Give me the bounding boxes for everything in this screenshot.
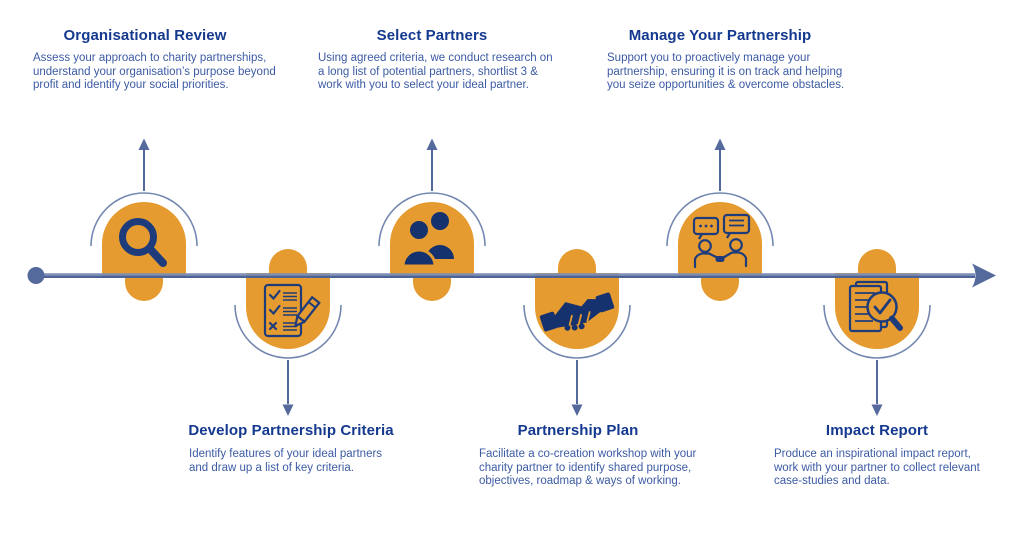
node-frame-develop-partnership-criteria (234, 304, 342, 416)
down-arrow-icon (871, 404, 883, 416)
report-review-icon (848, 280, 903, 333)
handshake-icon (539, 292, 615, 332)
step-title-develop-partnership-criteria: Develop Partnership Criteria (188, 422, 394, 439)
step-description-organisational-review: Assess your approach to charity partners… (33, 52, 276, 92)
step-title-impact-report: Impact Report (825, 422, 929, 439)
node-frame-organisational-review (90, 138, 198, 247)
node-frame-partnership-plan (523, 304, 631, 416)
node-develop-partnership-criteria (246, 249, 330, 349)
node-frame-select-partners (378, 138, 486, 247)
node-organisational-review (102, 202, 186, 301)
team-icon (401, 212, 454, 268)
step-description-manage-your-partnership: Support you to proactively manage your p… (607, 52, 845, 92)
step-description-partnership-plan: Facilitate a co-creation workshop with y… (479, 448, 697, 488)
step-description-impact-report: Produce an inspirational impact report, … (774, 448, 980, 488)
step-title-partnership-plan: Partnership Plan (517, 422, 639, 439)
conversation-icon (692, 213, 751, 269)
step-title-organisational-review: Organisational Review (63, 27, 227, 44)
up-arrow-icon (426, 138, 438, 150)
node-frame-impact-report (823, 304, 931, 416)
down-arrow-icon (282, 404, 294, 416)
up-arrow-icon (714, 138, 726, 150)
up-arrow-icon (138, 138, 150, 150)
down-arrow-icon (571, 404, 583, 416)
step-description-develop-partnership-criteria: Identify features of your ideal partners… (189, 448, 383, 474)
timeline-end-arrow-icon (972, 263, 996, 288)
search-icon (119, 218, 167, 267)
checklist-pencil-icon (263, 283, 321, 338)
timeline-start-dot (27, 267, 45, 284)
timeline-axis (27, 263, 996, 288)
step-title-manage-your-partnership: Manage Your Partnership (628, 27, 812, 44)
node-frame-manage-your-partnership (666, 138, 774, 247)
step-description-select-partners: Using agreed criteria, we conduct resear… (318, 52, 553, 92)
step-title-select-partners: Select Partners (376, 27, 488, 44)
